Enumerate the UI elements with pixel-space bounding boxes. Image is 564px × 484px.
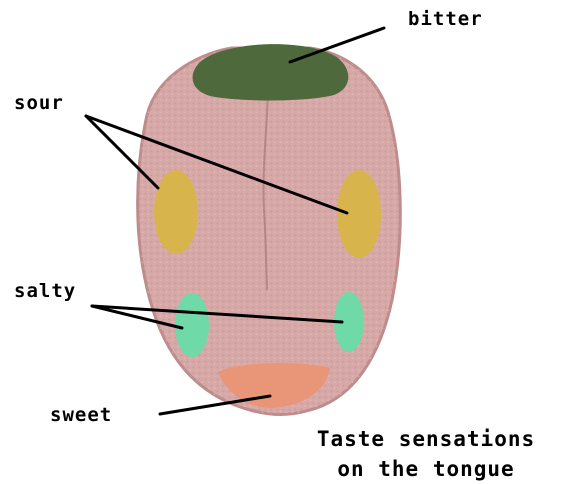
diagram-caption: Taste sensations on the tongue: [292, 424, 560, 484]
sour-zone-right: [337, 170, 381, 258]
label-bitter: bitter: [408, 8, 483, 30]
caption-line-1: Taste sensations: [292, 424, 560, 454]
salty-zone-left: [175, 293, 209, 357]
caption-line-2: on the tongue: [292, 454, 560, 484]
label-sour: sour: [14, 92, 64, 114]
label-sweet: sweet: [50, 404, 112, 426]
sour-zone-left: [154, 170, 198, 254]
label-salty: salty: [14, 280, 76, 302]
